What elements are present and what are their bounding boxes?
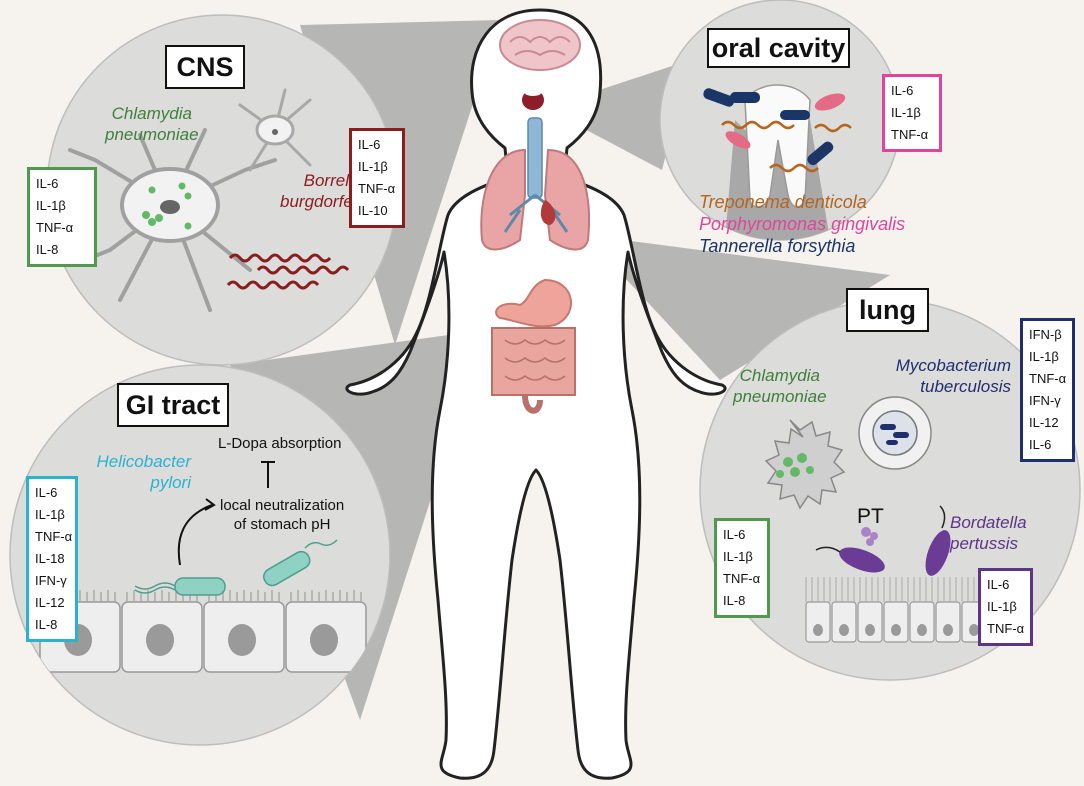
gi-mechanism-arrows	[177, 461, 275, 566]
porphyromonas-label: Porphyromonas gingivalis	[699, 214, 906, 234]
lung-mycobacterium-label: Mycobacterium tuberculosis	[895, 356, 1011, 396]
cns-cytokines-red-box: IL-6 IL-1β TNF-α IL-10	[349, 128, 405, 228]
oral-funnel	[545, 60, 690, 170]
cns-panel	[46, 14, 398, 366]
mycobacterium-infected-cell-icon	[858, 396, 932, 470]
neuron-large-icon	[68, 128, 277, 312]
treponema-label: Treponema denticola	[699, 192, 867, 212]
chlamydia-infected-cell-icon	[764, 419, 846, 510]
gi-cytokines-box: IL-6 IL-1β TNF-α IL-18 IFN-γ IL-12 IL-8	[26, 476, 78, 642]
oral-species-list: Treponema denticola Porphyromonas gingiv…	[699, 191, 905, 257]
bordatella-bacteria-icons	[815, 505, 951, 576]
cns-chlamydia-label: Chlamydia pneumoniae	[105, 104, 199, 144]
lung-cytokines-green-box: IL-6 IL-1β TNF-α IL-8	[714, 518, 770, 618]
lung-epithelium-icon	[805, 577, 987, 643]
neuron-small-icon	[238, 88, 312, 172]
oral-cytokines-box: IL-6 IL-1β TNF-α	[882, 74, 942, 152]
gi-panel	[9, 364, 391, 746]
cns-cytokines-green-box: IL-6 IL-1β TNF-α IL-8	[27, 167, 97, 267]
lung-title: lung	[846, 288, 929, 332]
lungs-illustration	[480, 148, 590, 251]
gi-tract-title: GI tract	[117, 383, 229, 427]
oral-cavity-title: oral cavity	[707, 28, 850, 68]
gi-ldopa-label: L-Dopa absorption	[218, 435, 342, 452]
helicobacter-bacteria-icons	[134, 539, 338, 596]
trachea-illustration	[527, 117, 543, 199]
gi-helicobacter-label: Helicobacter pylori	[96, 452, 192, 492]
oral-bacteria-icons	[703, 88, 852, 173]
lung-bordatella-label: Bordatella pertussis	[950, 513, 1027, 553]
cns-title: CNS	[165, 45, 245, 89]
tannerella-label: Tannerella forsythia	[699, 236, 856, 256]
pt-toxin-icon	[861, 527, 878, 546]
gi-neutralization-label: local neutralization of stomach pH	[220, 497, 345, 533]
lung-funnel	[585, 235, 890, 380]
lung-cytokines-navy-box: IFN-β IL-1β TNF-α IFN-γ IL-12 IL-6	[1020, 318, 1075, 462]
lung-chlamydia-label: Chlamydia pneumoniae	[733, 366, 827, 406]
lung-cytokines-purple-box: IL-6 IL-1β TNF-α	[978, 568, 1033, 646]
brain-illustration	[499, 19, 581, 71]
borrelia-spirochete-icon	[226, 253, 350, 290]
gi-epithelium-icon	[39, 590, 367, 673]
cns-borrelia-label: Borrelia burgdorferi	[280, 171, 363, 211]
pt-label: PT	[857, 505, 884, 528]
mouth-illustration	[522, 90, 544, 110]
stomach-intestine-illustration	[491, 278, 576, 414]
